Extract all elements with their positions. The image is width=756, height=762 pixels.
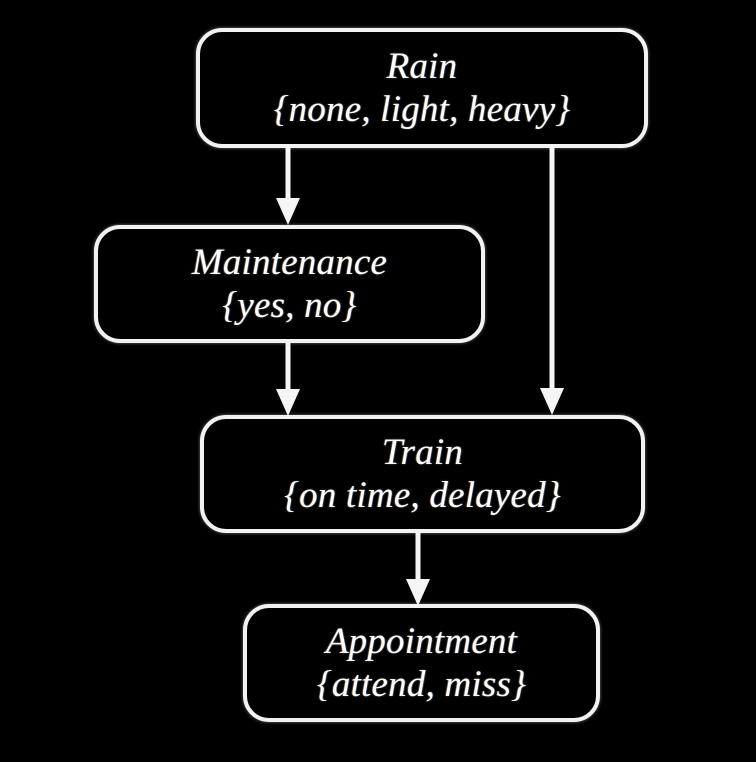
node-rain-label: Rain bbox=[386, 45, 458, 87]
node-train-states: {on time, delayed} bbox=[284, 474, 561, 516]
node-maintenance-states: {yes, no} bbox=[222, 284, 357, 326]
edge-rain-to-maintenance bbox=[276, 148, 300, 225]
arrowhead-icon bbox=[276, 389, 300, 416]
arrowhead-icon bbox=[276, 198, 300, 225]
node-rain-states: {none, light, heavy} bbox=[273, 88, 571, 130]
node-maintenance[interactable]: Maintenance {yes, no} bbox=[94, 225, 485, 343]
node-appointment-label: Appointment bbox=[325, 620, 518, 662]
edge-train-to-appointment bbox=[406, 533, 430, 606]
edge-maintenance-to-train bbox=[276, 343, 300, 416]
node-maintenance-label: Maintenance bbox=[191, 241, 388, 283]
edge-rain-to-train bbox=[540, 148, 564, 415]
node-train[interactable]: Train {on time, delayed} bbox=[200, 415, 645, 533]
arrowhead-icon bbox=[406, 579, 430, 606]
node-appointment-states: {attend, miss} bbox=[316, 663, 527, 705]
node-train-label: Train bbox=[381, 431, 464, 473]
arrowhead-icon bbox=[540, 388, 564, 415]
node-rain[interactable]: Rain {none, light, heavy} bbox=[196, 28, 648, 148]
node-appointment[interactable]: Appointment {attend, miss} bbox=[243, 604, 600, 722]
